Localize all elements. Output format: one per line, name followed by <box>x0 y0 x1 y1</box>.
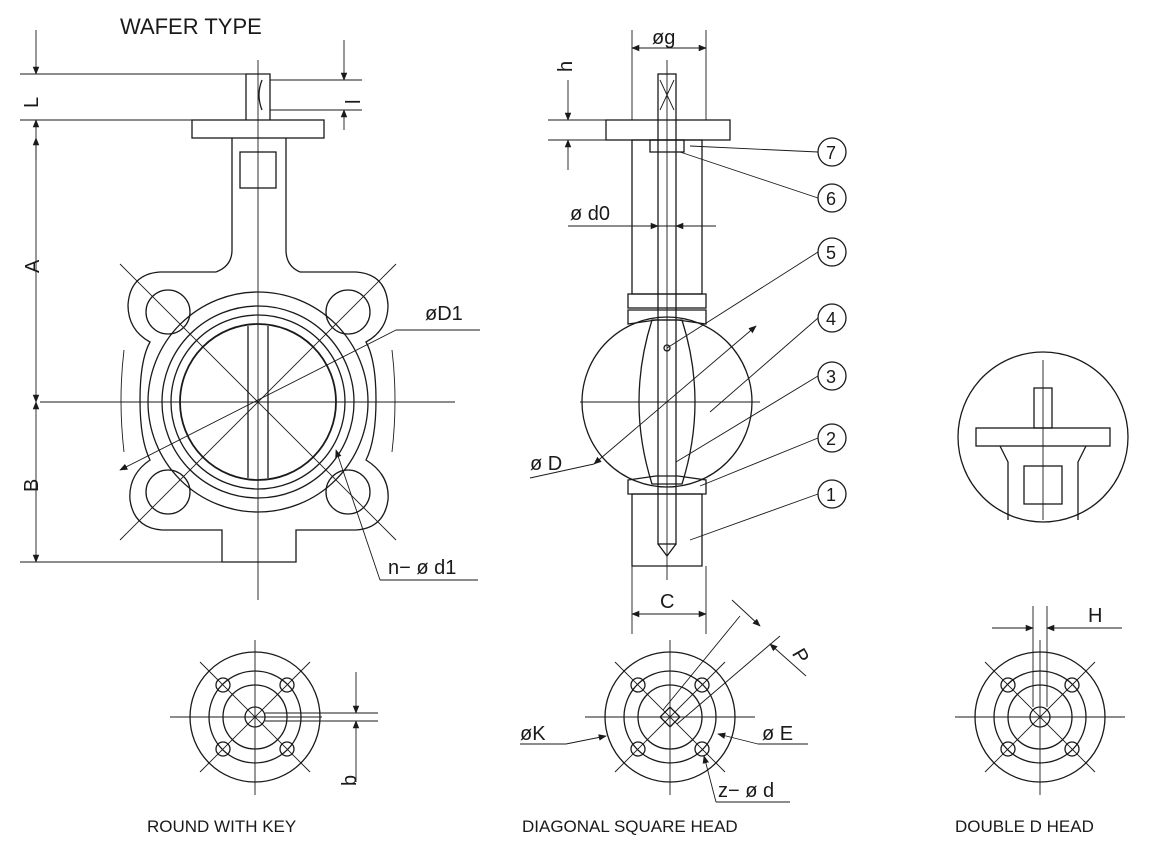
dim-zd-label: z− ø d <box>718 780 774 802</box>
detail-circle-view <box>957 351 1129 523</box>
dim-L-label: L <box>21 97 43 108</box>
dim-d0-label: ø d0 <box>570 203 610 225</box>
wafer-front-view: L l A B øD1 n− ø d1 <box>20 30 480 600</box>
dim-h-label: h <box>555 61 577 72</box>
dim-A-label: A <box>22 259 44 273</box>
double-d-head-view: H DOUBLE D HEAD <box>955 605 1125 836</box>
part-7-label: 7 <box>826 143 836 163</box>
part-1-label: 1 <box>826 485 836 505</box>
round-with-key-view: b ROUND WITH KEY <box>147 640 378 836</box>
dim-P-label: P <box>787 645 813 668</box>
part-2-label: 2 <box>826 429 836 449</box>
dim-b-label: b <box>339 775 361 786</box>
part-6-label: 6 <box>826 189 836 209</box>
dim-D-label: ø D <box>530 453 562 475</box>
dim-B-label: B <box>21 479 43 492</box>
caption-double-d-head: DOUBLE D HEAD <box>955 817 1094 836</box>
dim-nd1-label: n− ø d1 <box>388 557 456 579</box>
dim-E-label: ø E <box>762 723 793 745</box>
dim-H-label: H <box>1088 605 1102 627</box>
dim-K-label: øK <box>520 723 546 745</box>
dim-C-label: C <box>660 591 674 613</box>
cross-section-view: øg h ø d0 ø D C 7 6 5 4 <box>529 27 847 634</box>
part-3-label: 3 <box>826 367 836 387</box>
caption-round-with-key: ROUND WITH KEY <box>147 817 296 836</box>
dim-l-label: l <box>343 100 365 104</box>
dim-g-label: øg <box>652 27 675 49</box>
diagonal-square-head-view: P øK ø E z− ø d DIAGONAL SQUARE HEAD <box>520 599 813 836</box>
dim-D1-label: øD1 <box>425 303 463 325</box>
part-5-label: 5 <box>826 243 836 263</box>
caption-diagonal-square-head: DIAGONAL SQUARE HEAD <box>522 817 738 836</box>
part-4-label: 4 <box>826 309 836 329</box>
drawing-title: WAFER TYPE <box>120 14 262 39</box>
